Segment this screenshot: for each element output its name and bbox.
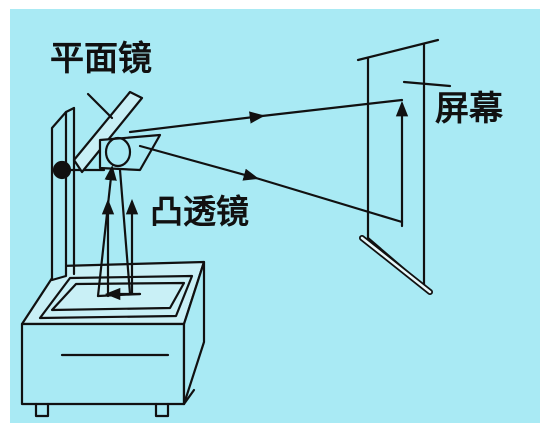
projector-column — [50, 106, 76, 282]
light-rays-projected — [128, 98, 404, 224]
label-convex-lens: 凸透镜 — [150, 192, 249, 231]
convex-lens — [98, 133, 162, 172]
label-plane-mirror: 平面镜 — [50, 39, 152, 79]
projection-screen — [356, 38, 452, 295]
light-rays-up — [96, 164, 142, 301]
label-screen: 屏幕 — [435, 89, 503, 129]
projector-base — [20, 260, 206, 418]
plane-mirror — [72, 90, 144, 174]
projector-stage — [38, 274, 194, 320]
